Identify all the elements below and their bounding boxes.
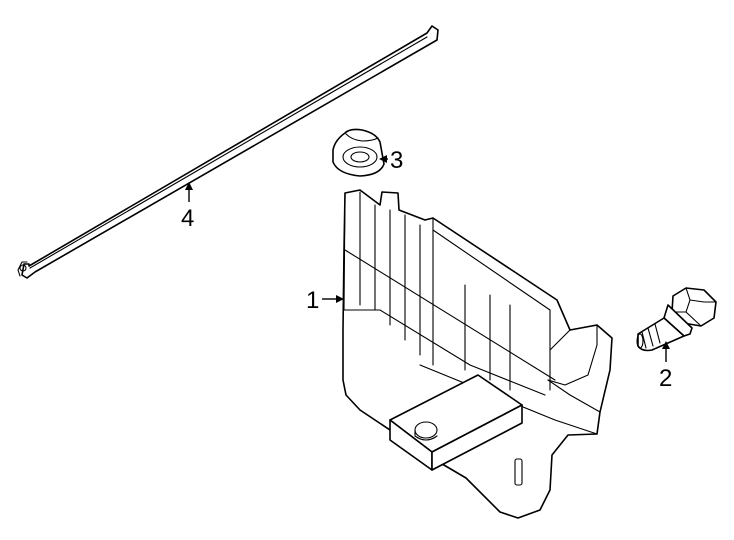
rod-part xyxy=(17,25,439,279)
nut-part xyxy=(332,128,385,177)
callout-label-4: 4 xyxy=(181,205,194,232)
callout-label-2: 2 xyxy=(659,365,672,392)
callout-3: 3 xyxy=(379,147,403,174)
callout-4: 4 xyxy=(181,182,194,232)
callout-2: 2 xyxy=(659,341,672,392)
callout-label-1: 1 xyxy=(306,287,319,314)
callout-label-3: 3 xyxy=(390,147,403,174)
callout-1: 1 xyxy=(306,287,344,314)
panel-part xyxy=(342,189,613,519)
bolt-part xyxy=(636,287,717,352)
